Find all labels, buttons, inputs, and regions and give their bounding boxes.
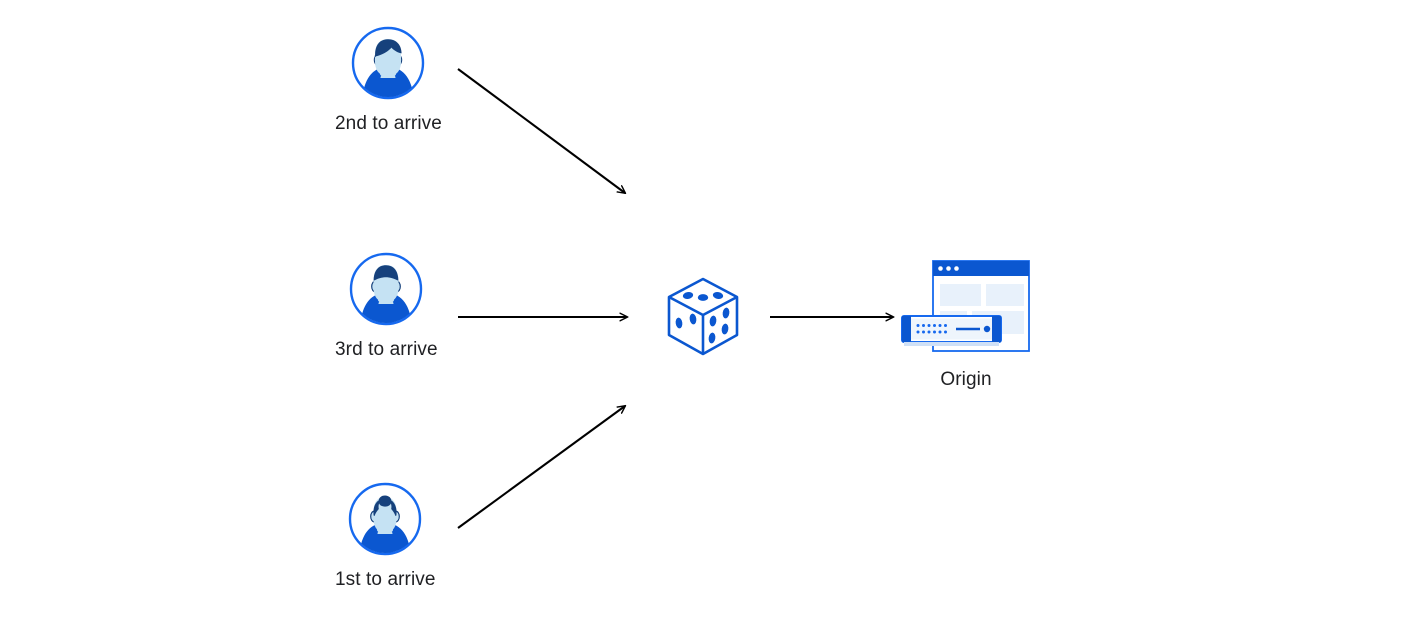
- user-avatar-icon: [348, 482, 422, 556]
- client-node-2nd[interactable]: 2nd to arrive: [335, 26, 442, 136]
- dice-icon: [655, 268, 751, 364]
- origin-label: Origin: [940, 369, 992, 390]
- client-label-1st: 1st to arrive: [335, 569, 436, 590]
- arrow-1st-to-dice: [457, 406, 625, 529]
- client-node-3rd[interactable]: 3rd to arrive: [335, 252, 438, 362]
- arrow-2nd-to-dice: [457, 68, 625, 193]
- origin-server-icon: [898, 258, 1034, 358]
- client-label-3rd: 3rd to arrive: [335, 339, 438, 360]
- client-label-2nd: 2nd to arrive: [335, 113, 442, 134]
- origin-node[interactable]: Origin: [898, 258, 1034, 392]
- user-avatar-icon: [349, 252, 423, 326]
- server-device-icon: [901, 315, 1002, 346]
- random-balancer-node[interactable]: [655, 268, 751, 364]
- user-avatar-icon: [351, 26, 425, 100]
- client-node-1st[interactable]: 1st to arrive: [335, 482, 436, 592]
